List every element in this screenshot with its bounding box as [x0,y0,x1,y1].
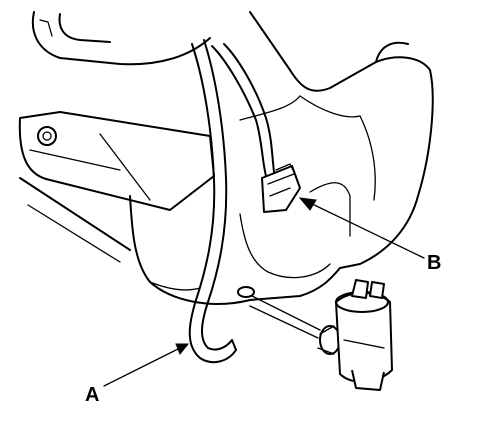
bolt-icon [37,126,57,146]
pump-grommet [237,286,321,339]
washer-reservoir-tank [129,41,434,305]
callout-label-a: A [85,384,100,406]
washer-hose [188,39,275,364]
callout-label-b: B [427,252,442,274]
mounting-bracket [18,111,215,263]
washer-pump [317,279,393,391]
callout-b-leader [298,197,425,259]
electrical-connector [261,163,301,213]
callout-a-leader [103,343,190,387]
upper-bracket [31,11,291,71]
